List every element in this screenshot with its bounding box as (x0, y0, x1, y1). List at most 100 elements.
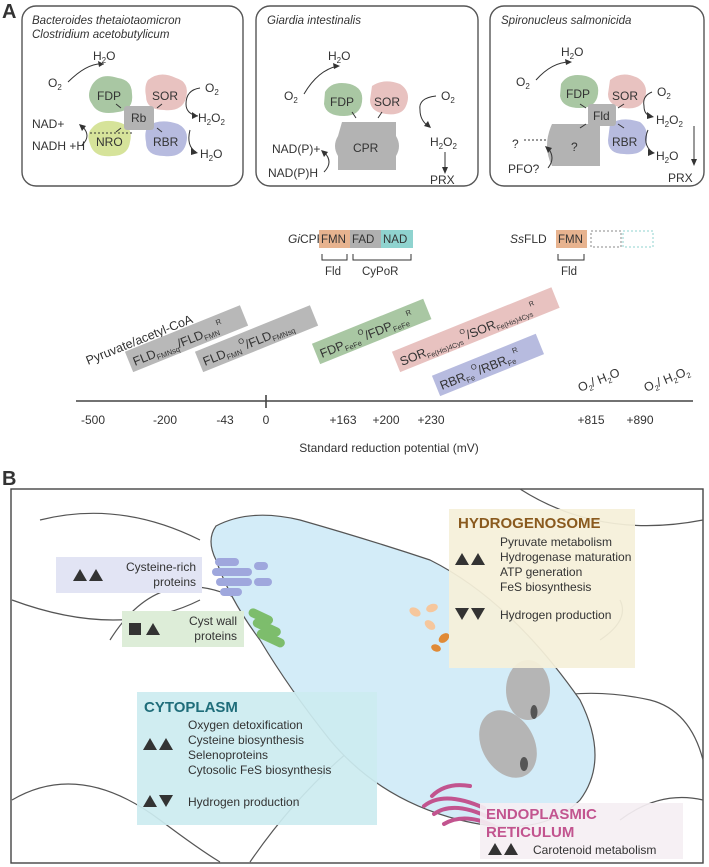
nadp-label: NAD(P)+ (272, 142, 320, 156)
er-box: ENDOPLASMIC RETICULUM Carotenoid metabol… (480, 803, 683, 859)
sor-label: SOR (152, 89, 178, 103)
endoplasmic-reticulum (422, 783, 496, 828)
fmn-domain: FMN (558, 234, 583, 246)
tick-label: 0 (263, 413, 270, 427)
reduction-potential-scale: Pyruvate/acetyl-CoA FLDFMNsq/FLDFMNR FLD… (76, 287, 693, 455)
hydrogenosome-box: HYDROGENOSOME Pyruvate metabolism Hydrog… (449, 509, 635, 668)
er-title: RETICULUM (486, 824, 574, 841)
electron-transfer-arrows (115, 103, 163, 133)
h2o2-label: H2O2 (430, 135, 457, 151)
fld-label: Fld (593, 109, 610, 123)
fdp-protein (560, 75, 599, 108)
h2o-label: H2O (200, 147, 222, 163)
rbr-protein (608, 119, 648, 155)
nad-label: NAD+ (32, 117, 64, 131)
organism-box-giardia: Giardia intestinalis H2O O2 FDP SOR CPR … (255, 5, 479, 187)
fld-label: Fld (325, 266, 341, 278)
o2-label: O2 (516, 75, 530, 91)
nucleolus (520, 757, 528, 771)
cell-diagram: Cysteine-rich proteins Cyst wall protein… (10, 488, 704, 864)
panel-b-label: B (2, 468, 16, 490)
tick-label: -500 (81, 413, 105, 427)
species-name: Bacteroides thetaiotaomicron (32, 15, 181, 27)
fdp-protein (324, 83, 363, 116)
o2-label: O2 (284, 89, 298, 105)
sor-label: SOR (612, 89, 638, 103)
organism-box-spironucleus: Spironucleus salmonicida H2O O2 FDP SOR … (489, 5, 705, 187)
h2o2-label: H2O2 (198, 111, 225, 127)
flavodoxin (588, 104, 616, 126)
svg-text:O2/ H2O: O2/ H2O (576, 365, 623, 396)
svg-text:Hydrogenase maturation: Hydrogenase maturation (500, 550, 631, 564)
unknown-protein (547, 124, 600, 166)
prx-label: PRX (668, 171, 693, 185)
panel-a-label: A (2, 1, 16, 23)
cysteine-rich-label: Cysteine-rich proteins (56, 557, 202, 593)
nucleolus (530, 705, 538, 719)
nadph-label: NAD(P)H (268, 166, 318, 180)
h2o-label: H2O (93, 49, 115, 65)
cytoplasm-box: CYTOPLASM Oxygen detoxification Cysteine… (137, 692, 377, 825)
rb-label: Rb (131, 111, 147, 125)
er-title: ENDOPLASMIC (486, 806, 597, 823)
pfo-label: PFO? (508, 162, 540, 176)
species-name: Spironucleus salmonicida (501, 15, 631, 27)
fdp-label: FDP (566, 87, 590, 101)
svg-text:Hydrogen production: Hydrogen production (188, 795, 299, 809)
rbr-label: RBR (612, 135, 638, 149)
cypor-label: CyPoR (362, 266, 398, 278)
tick-label: -200 (153, 413, 177, 427)
hydrogenosome-title: HYDROGENOSOME (458, 515, 601, 532)
o2-label: O2 (205, 81, 219, 97)
svg-text:Carotenoid metabolism: Carotenoid metabolism (533, 843, 656, 857)
axis-title: Standard reduction potential (mV) (299, 441, 478, 455)
rbr-protein (145, 121, 187, 157)
species-name: Clostridium acetobutylicum (32, 29, 170, 41)
unknown-label: ? (571, 140, 578, 154)
fad-domain: FAD (352, 234, 374, 246)
cytoplasm-title: CYTOPLASM (144, 699, 238, 716)
hydrogenosome-organelle (409, 607, 421, 617)
o2-h2o2-label: O2/ H2O2 (642, 364, 692, 397)
svg-text:Cysteine-rich: Cysteine-rich (126, 560, 196, 574)
sor-protein (608, 74, 646, 109)
tick-label: +230 (417, 413, 444, 427)
fmn-domain: FMN (321, 234, 346, 246)
svg-text:Cysteine biosynthesis: Cysteine biosynthesis (188, 733, 304, 747)
o2-h2o-label: O2/ H2O (576, 365, 623, 396)
h2o2-label: H2O2 (656, 113, 683, 129)
cysteine-rich-protein-shapes (212, 558, 272, 596)
prx-label: PRX (430, 173, 455, 187)
unknown-left-label: ? (512, 137, 519, 151)
fdp-label: FDP (97, 89, 121, 103)
nro-protein (88, 120, 131, 157)
sor-protein (145, 74, 187, 111)
svg-text:FeS biosynthesis: FeS biosynthesis (500, 580, 591, 594)
ssfld-label: SsFLD (510, 232, 547, 246)
svg-text:Oxygen detoxification: Oxygen detoxification (188, 718, 303, 732)
svg-text:Pyruvate metabolism: Pyruvate metabolism (500, 535, 612, 549)
svg-text:Hydrogen production: Hydrogen production (500, 608, 611, 622)
cyst-wall-protein-shapes (248, 608, 285, 648)
fdp-protein (89, 76, 133, 113)
cpr-protein (335, 122, 399, 170)
sor-protein (370, 81, 408, 115)
svg-text:O2/ H2O2: O2/ H2O2 (642, 364, 692, 397)
h2o-label: H2O (561, 45, 583, 61)
tick-label: +890 (626, 413, 653, 427)
svg-text:Cyst wall: Cyst wall (189, 614, 237, 628)
hydrogenosome-organelle (438, 633, 450, 643)
nucleus (506, 660, 550, 720)
fld-label: Fld (561, 266, 577, 278)
rubredoxin (124, 106, 154, 130)
cyst-wall-label: Cyst wall proteins (122, 611, 244, 647)
svg-text:proteins: proteins (153, 575, 196, 589)
rbr-label: RBR (153, 135, 179, 149)
svg-text:Cytosolic FeS biosynthesis: Cytosolic FeS biosynthesis (188, 763, 331, 777)
o2-label: O2 (657, 85, 671, 101)
h2o-label: H2O (656, 149, 678, 165)
tick-label: +200 (372, 413, 399, 427)
o2-label: O2 (441, 89, 455, 105)
nadh-label: NADH +H (32, 139, 85, 153)
h2o-label: H2O (328, 49, 350, 65)
